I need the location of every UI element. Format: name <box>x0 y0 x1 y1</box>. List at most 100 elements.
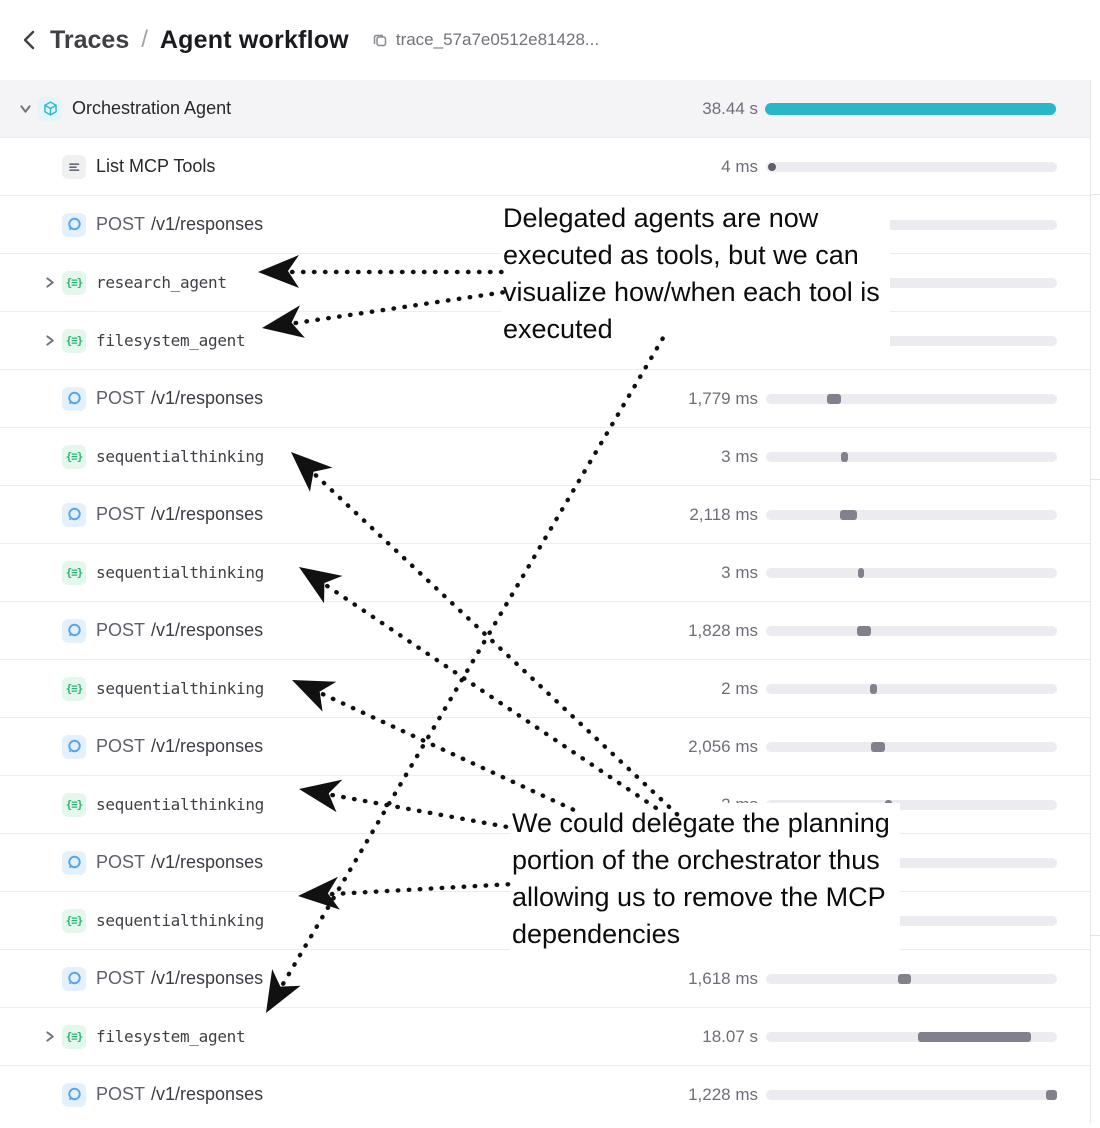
timeline-track <box>766 1031 1057 1042</box>
http-method: POST <box>96 968 146 988</box>
trace-row-sequentialthinking-2[interactable]: {≡} sequentialthinking 3 ms <box>0 543 1090 601</box>
span-label: POST/v1/responses <box>96 736 263 757</box>
span-label: POST/v1/responses <box>96 968 263 989</box>
expand-chevron-icon <box>36 851 62 875</box>
trace-row-sequentialthinking-1[interactable]: {≡} sequentialthinking 3 ms <box>0 427 1090 485</box>
timeline-track <box>766 567 1057 578</box>
row-left: {≡} filesystem_agent <box>0 328 246 353</box>
timeline-segment <box>827 393 842 404</box>
http-method: POST <box>96 736 146 756</box>
row-left: POST/v1/responses <box>0 1082 263 1107</box>
trace-row-list-mcp-tools[interactable]: List MCP Tools 4 ms <box>0 137 1090 195</box>
timeline-track <box>766 625 1057 636</box>
agent-cube-icon <box>38 96 62 121</box>
chevron-down-icon[interactable] <box>12 97 38 121</box>
span-label: sequentialthinking <box>96 679 264 698</box>
timeline-track <box>766 683 1057 694</box>
span-duration: 1,828 ms <box>688 620 758 640</box>
row-left: POST/v1/responses <box>0 966 263 991</box>
trace-id-chip[interactable]: trace_57a7e0512e81428... <box>371 30 599 50</box>
panel-tick <box>1090 194 1100 195</box>
row-left: {≡} filesystem_agent <box>0 1024 246 1049</box>
span-label: sequentialthinking <box>96 447 264 466</box>
chevron-right-icon[interactable] <box>36 271 62 295</box>
span-label: sequentialthinking <box>96 563 264 582</box>
row-left: {≡} sequentialthinking <box>0 444 264 469</box>
timeline-segment <box>871 741 885 752</box>
http-path: /v1/responses <box>151 736 264 756</box>
expand-chevron-icon <box>36 213 62 237</box>
span-duration: 38.44 s <box>702 98 758 118</box>
row-left: POST/v1/responses <box>0 850 263 875</box>
timeline-segment <box>869 683 877 694</box>
span-label: POST/v1/responses <box>96 388 263 409</box>
timeline-track <box>765 102 1057 115</box>
chevron-right-icon[interactable] <box>36 329 62 353</box>
tool-braces-icon: {≡} <box>62 328 86 353</box>
annotation-line: visualize how/when each tool is <box>503 277 880 307</box>
trace-row-sequentialthinking-3[interactable]: {≡} sequentialthinking 2 ms <box>0 659 1090 717</box>
tool-braces-icon: {≡} <box>62 560 86 585</box>
chevron-right-icon[interactable] <box>36 1025 62 1049</box>
span-duration: 2,118 ms <box>689 504 758 524</box>
expand-chevron-icon <box>36 735 62 759</box>
row-left: POST/v1/responses <box>0 212 264 237</box>
row-left: {≡} sequentialthinking <box>0 676 264 701</box>
http-method: POST <box>96 388 146 408</box>
timeline-segment <box>898 973 912 984</box>
row-left: List MCP Tools <box>0 154 215 179</box>
timeline-segment <box>1045 1089 1057 1100</box>
trace-row-post-responses-5[interactable]: POST/v1/responses 2,056 ms <box>0 717 1090 775</box>
chat-bubble-icon <box>62 386 86 411</box>
row-left: Orchestration Agent <box>0 96 231 121</box>
http-path: /v1/responses <box>151 504 264 524</box>
trace-row-filesystem-agent-2[interactable]: {≡} filesystem_agent 18.07 s <box>0 1007 1090 1065</box>
chevron-left-icon <box>23 30 35 50</box>
timeline-track <box>766 161 1057 172</box>
http-method: POST <box>96 504 146 524</box>
chat-bubble-icon <box>62 1082 86 1107</box>
back-button[interactable] <box>20 29 40 51</box>
http-path: /v1/responses <box>151 620 264 640</box>
panel-tick <box>1090 935 1100 936</box>
tool-braces-icon: {≡} <box>62 270 86 295</box>
row-left: {≡} sequentialthinking <box>0 560 264 585</box>
expand-chevron-icon <box>36 909 62 933</box>
expand-chevron-icon <box>36 1083 62 1107</box>
span-duration: 2 ms <box>721 678 758 698</box>
timeline-segment <box>857 625 872 636</box>
span-label: POST/v1/responses <box>96 620 263 641</box>
trace-row-post-responses-4[interactable]: POST/v1/responses 1,828 ms <box>0 601 1090 659</box>
header: Traces / Agent workflow trace_57a7e0512e… <box>0 0 1100 80</box>
tool-braces-icon: {≡} <box>62 676 86 701</box>
annotation-line: executed <box>503 314 613 344</box>
timeline-track <box>766 857 1057 868</box>
row-left: {≡} research_agent <box>0 270 227 295</box>
timeline-track <box>766 973 1057 984</box>
span-duration: 18.07 s <box>702 1026 758 1046</box>
breadcrumb-traces[interactable]: Traces <box>50 25 130 54</box>
trace-row-post-responses-7[interactable]: POST/v1/responses 1,618 ms <box>0 949 1090 1007</box>
chat-bubble-icon <box>62 734 86 759</box>
span-label: sequentialthinking <box>96 911 264 930</box>
http-path: /v1/responses <box>151 214 264 234</box>
span-label: filesystem_agent <box>96 331 246 350</box>
span-duration: 2,056 ms <box>688 736 758 756</box>
span-duration: 1,779 ms <box>688 388 758 408</box>
span-label: research_agent <box>96 273 227 292</box>
row-left: POST/v1/responses <box>0 734 263 759</box>
trace-row-post-responses-2[interactable]: POST/v1/responses 1,779 ms <box>0 369 1090 427</box>
trace-row-post-responses-8[interactable]: POST/v1/responses 1,228 ms <box>0 1065 1090 1123</box>
timeline-segment <box>765 102 1056 115</box>
trace-row-post-responses-3[interactable]: POST/v1/responses 2,118 ms <box>0 485 1090 543</box>
annotation-line: portion of the orchestrator thus <box>512 845 880 875</box>
span-label: POST/v1/responses <box>96 852 263 873</box>
span-duration: 1,618 ms <box>688 968 758 988</box>
expand-chevron-icon <box>36 677 62 701</box>
timeline-track <box>766 915 1057 926</box>
timeline-track <box>766 277 1057 288</box>
list-icon <box>62 154 86 179</box>
trace-row-orchestration-agent[interactable]: Orchestration Agent 38.44 s <box>0 80 1090 137</box>
row-left: {≡} sequentialthinking <box>0 908 264 933</box>
